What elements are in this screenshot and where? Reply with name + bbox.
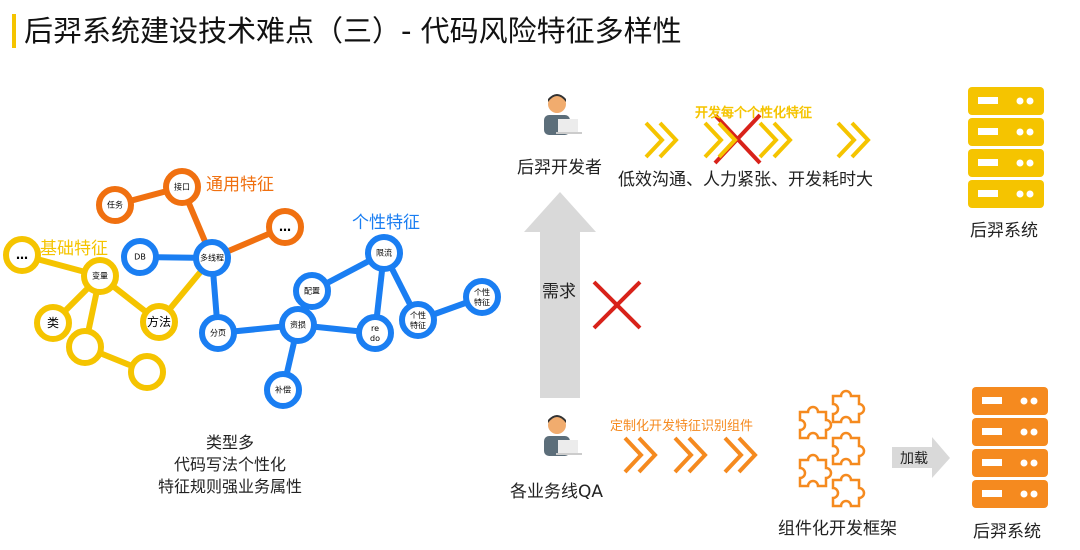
- puzzle-piece-icon: [831, 389, 866, 424]
- graph-node: [66, 328, 104, 366]
- graph-node-label: 限流: [376, 248, 392, 258]
- graph-node: 多线程: [193, 239, 231, 277]
- graph-node-label: …: [279, 220, 291, 234]
- graph-node-label: 变量: [92, 271, 108, 281]
- qa-label: 各业务线QA: [510, 482, 604, 502]
- graph-node-label: 多线程: [200, 253, 224, 263]
- graph-node-label: …: [16, 248, 28, 262]
- chevron-icon: [723, 436, 744, 474]
- graph-node-label: do: [370, 334, 380, 343]
- system-label-top: 后羿系统: [970, 221, 1038, 241]
- top-arrow-caption: 开发每个个性化特征: [695, 106, 813, 121]
- load-label: 加载: [900, 451, 928, 467]
- graph-node: DB: [121, 238, 159, 276]
- graph-node-label: 个性: [474, 287, 490, 297]
- chevron-icon: [623, 436, 644, 474]
- chevron-icon: [850, 121, 871, 159]
- summary-line: 类型多: [205, 433, 254, 452]
- chevron-icon: [717, 121, 738, 159]
- graph-node-label: 补偿: [275, 385, 291, 395]
- chevron-icon: [644, 121, 665, 159]
- graph-node-label: 接口: [174, 182, 190, 192]
- server-icon-bottom: [972, 387, 1048, 508]
- graph-node-label: 任务: [107, 200, 123, 210]
- summary-line: 特征规则强业务属性: [157, 477, 302, 496]
- chevron-arrows-bottom: [623, 436, 758, 474]
- developer-label: 后羿开发者: [517, 158, 602, 178]
- chevron-icon: [687, 436, 708, 474]
- qa-avatar-icon: [540, 413, 584, 457]
- graph-node-label: DB: [134, 253, 146, 262]
- chevron-icon: [673, 436, 694, 474]
- graph-node-label: 特征: [410, 320, 426, 330]
- graph-node: 个性特征: [399, 301, 437, 339]
- graph-node-label: 资损: [290, 320, 306, 330]
- graph-node: 限流: [365, 234, 403, 272]
- graph-node-label: 类: [47, 316, 59, 330]
- system-label-bottom: 后羿系统: [973, 522, 1041, 542]
- puzzle-piece-icon: [831, 431, 866, 466]
- chevron-arrows-top: [644, 121, 871, 159]
- page-title: 后羿系统建设技术难点（三）- 代码风险特征多样性: [12, 14, 682, 48]
- chevron-icon: [836, 121, 857, 159]
- puzzle-piece-icon: [831, 473, 866, 508]
- graph-summary: 类型多 代码写法个性化 特征规则强业务属性: [130, 432, 330, 498]
- bottom-arrow-caption: 定制化开发特征识别组件: [610, 419, 754, 434]
- requirement-label: 需求: [542, 282, 576, 302]
- common-feature-label: 通用特征: [206, 175, 274, 195]
- graph-node: 变量: [81, 257, 119, 295]
- developer-avatar-icon: [540, 92, 584, 136]
- graph-node-label: re: [371, 324, 379, 333]
- graph-node: 补偿: [264, 371, 302, 409]
- graph-node: 个性特征: [463, 278, 501, 316]
- graph-node: 配置: [293, 272, 331, 310]
- graph-node: 分页: [199, 314, 237, 352]
- graph-node: 类: [34, 304, 72, 342]
- graph-node: 方法: [140, 303, 178, 341]
- chevron-icon: [703, 121, 724, 159]
- graph-node-label: 特征: [474, 297, 490, 307]
- graph-node: …: [3, 236, 41, 274]
- graph-node: …: [266, 208, 304, 246]
- graph-node-label: 分页: [210, 329, 226, 338]
- graph-node-label: 方法: [147, 314, 171, 329]
- framework-label: 组件化开发框架: [778, 519, 897, 539]
- requirement-arrow: [524, 192, 596, 398]
- red-cross-icon: [592, 113, 762, 330]
- summary-line: 代码写法个性化: [173, 455, 286, 474]
- chevron-icon: [772, 121, 793, 159]
- basic-feature-label: 基础特征: [40, 239, 108, 259]
- problem-text: 低效沟通、人力紧张、开发耗时大: [618, 170, 873, 190]
- puzzle-piece-icon: [798, 453, 833, 488]
- graph-node-label: 配置: [304, 287, 320, 296]
- graph-node: 资损: [279, 306, 317, 344]
- chevron-icon: [758, 121, 779, 159]
- graph-node: 任务: [96, 186, 134, 224]
- chevron-icon: [637, 436, 658, 474]
- puzzle-piece-icon: [798, 405, 833, 440]
- personal-feature-label: 个性特征: [352, 213, 420, 233]
- chevron-icon: [658, 121, 679, 159]
- graph-node: [128, 353, 166, 391]
- chevron-icon: [737, 436, 758, 474]
- graph-node: 接口: [163, 168, 201, 206]
- load-arrow: [892, 437, 950, 478]
- server-icon-top: [968, 87, 1044, 208]
- graph-node-label: 个性: [410, 310, 426, 320]
